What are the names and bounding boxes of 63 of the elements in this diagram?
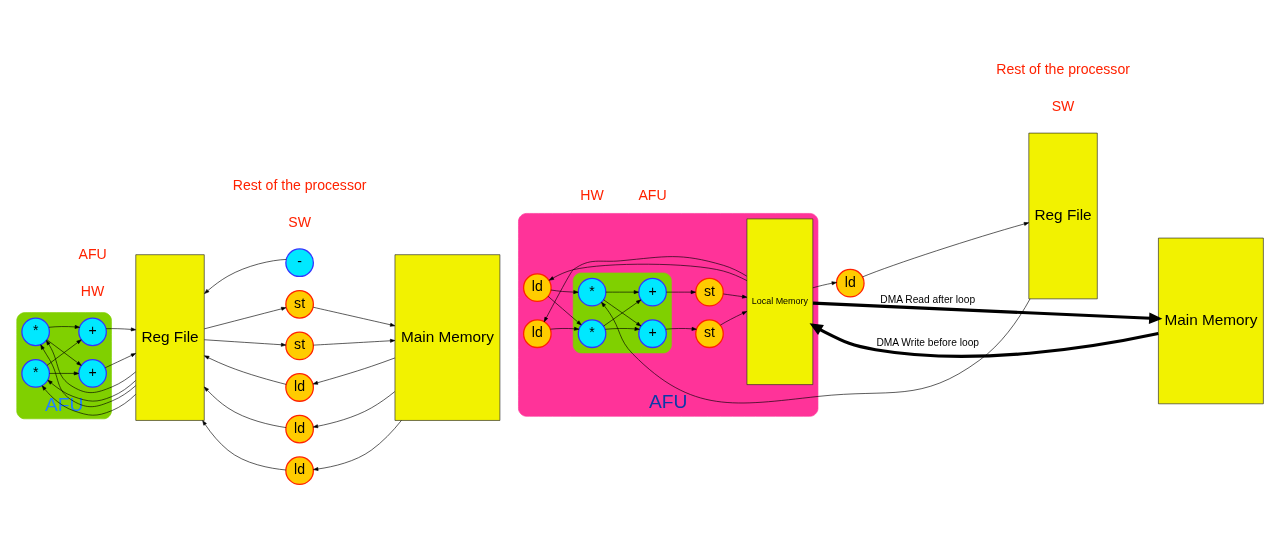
arrow	[601, 298, 1031, 404]
node-circle: ld	[522, 319, 552, 349]
arrow	[604, 327, 640, 331]
label: SW	[288, 213, 311, 230]
arrow	[312, 391, 396, 429]
arrow	[48, 325, 80, 329]
node-circle: ld	[522, 273, 552, 303]
arrow	[41, 385, 136, 416]
node-circle: ld	[285, 456, 314, 486]
arrow	[547, 296, 582, 326]
arrow	[543, 256, 748, 323]
arrow	[812, 281, 837, 289]
arrow	[105, 353, 136, 369]
label: HW	[580, 187, 604, 204]
arrow	[550, 289, 579, 294]
arrow	[603, 299, 642, 327]
label: Rest of the processor	[232, 176, 367, 193]
arrow	[204, 355, 287, 385]
arrow	[204, 259, 287, 294]
arrow	[204, 386, 287, 428]
arrow	[46, 339, 82, 366]
node-box: Main Memory	[394, 254, 501, 421]
arrow	[548, 263, 748, 281]
arrow	[312, 357, 396, 385]
label: AFU	[638, 187, 667, 204]
edge-label: DMA Read after loop	[880, 293, 976, 305]
node-box: Reg File	[135, 254, 205, 421]
arrow	[862, 222, 1029, 278]
node-circle: st	[285, 331, 314, 361]
arrow	[550, 326, 580, 331]
arrow	[313, 420, 402, 471]
arrow	[312, 306, 396, 327]
arrow	[812, 301, 1163, 324]
node-circle: ld	[285, 414, 314, 444]
label: AFU	[78, 245, 107, 262]
label: HW	[80, 282, 105, 299]
arrow	[720, 311, 748, 326]
arrow	[204, 339, 287, 347]
label: Rest of the processor	[996, 60, 1130, 77]
arrow	[105, 327, 136, 332]
node-circle: ld	[835, 268, 865, 298]
arrow	[605, 290, 639, 295]
arrow	[47, 379, 136, 402]
edge-label: DMA Write before loop	[876, 337, 980, 349]
arrow	[722, 293, 748, 299]
node-box: Main Memory	[1158, 237, 1264, 405]
node-circle: st	[695, 277, 724, 307]
node-circle: ld	[285, 373, 314, 402]
arrow	[49, 371, 79, 376]
arrow	[204, 306, 287, 330]
label: SW	[1051, 97, 1075, 114]
node-circle: st	[285, 289, 314, 319]
arrow	[666, 290, 696, 295]
arrow	[40, 344, 136, 407]
arrow	[665, 326, 697, 331]
arrow	[202, 420, 287, 471]
arrow	[46, 340, 136, 393]
node-box: Reg File	[1028, 132, 1098, 300]
node-circle: -	[285, 248, 314, 278]
node-circle: st	[695, 319, 724, 349]
node-box: Local Memory	[746, 218, 814, 385]
arrow	[313, 338, 396, 346]
arrow	[809, 323, 1159, 358]
